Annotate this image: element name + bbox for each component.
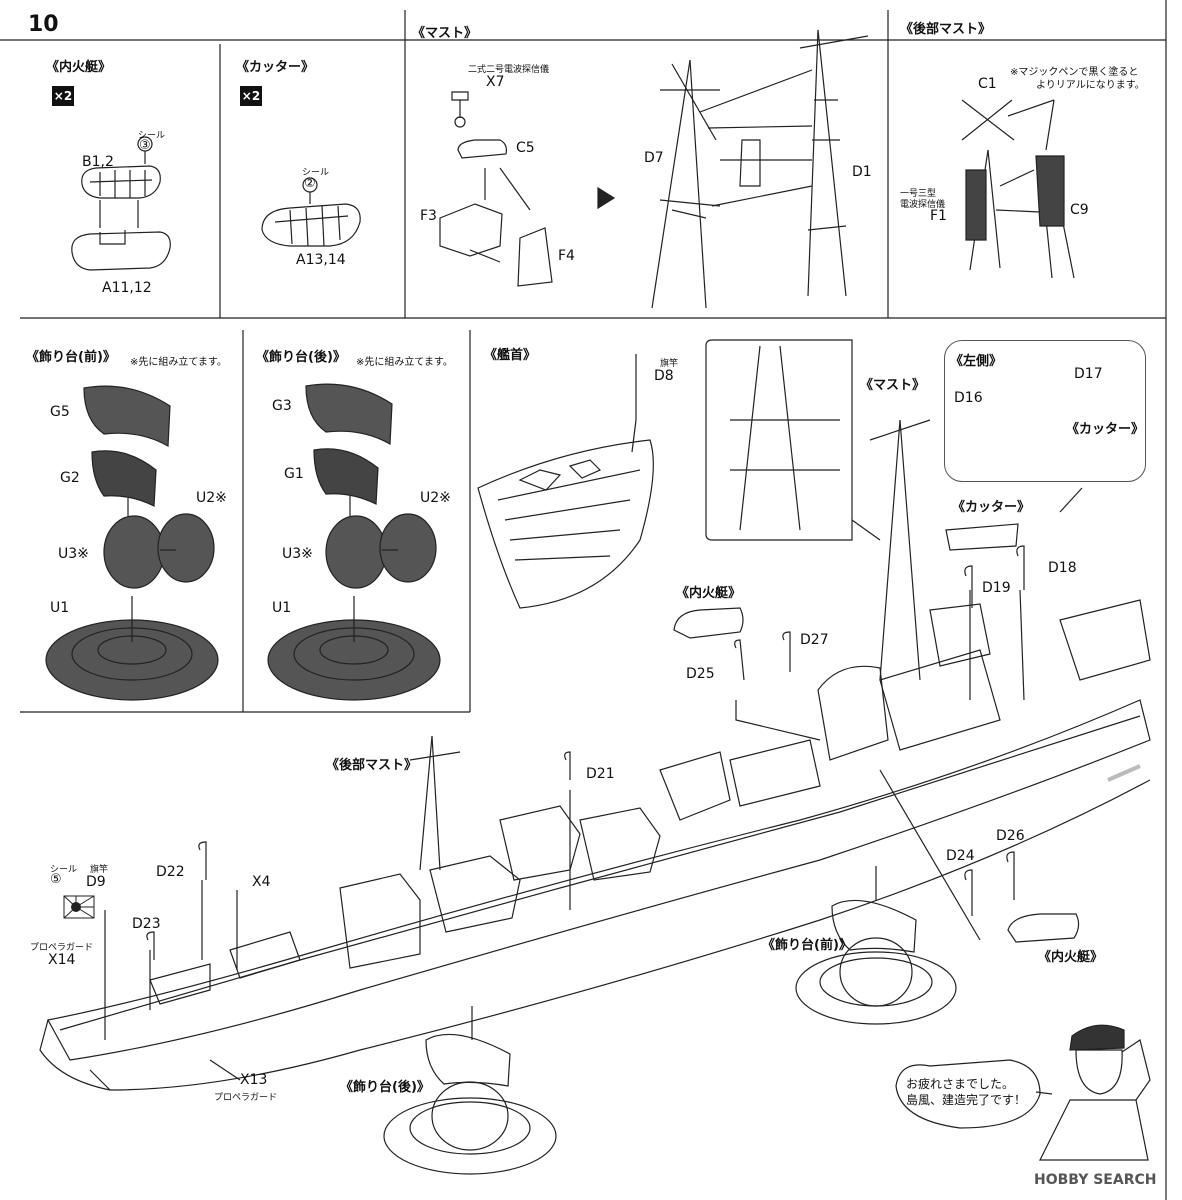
mast-part-d7: D7 (644, 150, 664, 166)
speech-bubble: お疲れさまでした。 島風、建造完了です！ (906, 1076, 1026, 1108)
flagpole-label: 旗竿 (90, 865, 109, 875)
part-d9: D9 (86, 874, 106, 890)
stand-front-note: ※先に組み立てます。 (130, 357, 227, 368)
stand-front-title: 《飾り台(前)》 (26, 350, 116, 365)
stand-front-part-g5: G5 (50, 404, 70, 420)
rear-radar-label-1: 一号三型 (900, 189, 937, 199)
watermark-text: HOBBY SEARCH (1034, 1172, 1157, 1188)
cutter-seal-number: ② (304, 176, 316, 191)
stand-rear-part-u1: U1 (272, 600, 292, 616)
stand-rear-main-label: 《飾り台(後)》 (340, 1080, 430, 1095)
launch-top-label: 《内火艇》 (676, 586, 742, 601)
launch-part-top: B1,2 (82, 154, 114, 170)
seal-label: シール (50, 865, 78, 875)
stand-front-part-g2: G2 (60, 470, 80, 486)
radar-name-label: 二式二号電波探信儀 (468, 65, 550, 75)
stand-front-main-label: 《飾り台(前)》 (762, 938, 852, 953)
cutter-inset-label: 《カッター》 (1066, 422, 1145, 437)
bow-title: 《艦首》 (484, 348, 537, 363)
rear-mast-note-1: ※マジックペンで黒く塗ると (1010, 67, 1139, 78)
stand-rear-part-g3: G3 (272, 398, 292, 414)
stand-rear-title: 《飾り台(後)》 (256, 350, 346, 365)
watermark-logo: HOBBY SEARCH (1034, 1172, 1156, 1188)
part-d18: D18 (1048, 560, 1077, 576)
speech-line-1: お疲れさまでした。 (906, 1077, 1015, 1091)
part-d26: D26 (996, 828, 1025, 844)
mast-part-f3: F3 (420, 208, 437, 224)
step-number: 10 (28, 12, 59, 37)
rear-mast-part-f1: F1 (930, 208, 947, 224)
rear-mast-panel-title: 《後部マスト》 (900, 22, 992, 37)
part-d17: D17 (1074, 366, 1103, 382)
rear-radar-label-2: 電波探信儀 (900, 200, 946, 210)
cutter-qty-badge: ×2 (240, 86, 262, 106)
part-d27: D27 (800, 632, 829, 648)
part-d23: D23 (132, 916, 161, 932)
speech-line-2: 島風、建造完了です！ (906, 1093, 1027, 1107)
part-x4: X4 (252, 874, 271, 890)
launch-panel-title: 《内火艇》 (46, 60, 112, 75)
mast-part-d1: D1 (852, 164, 872, 180)
part-d21: D21 (586, 766, 615, 782)
part-d24: D24 (946, 848, 975, 864)
propeller-guard-top-label: プロペラガード (30, 943, 94, 953)
launch-part-bottom: A11,12 (102, 280, 152, 296)
flag-icon (63, 895, 95, 919)
rear-mast-note-2: よりリアルになります。 (1036, 80, 1145, 91)
propeller-guard-bottom-label: プロペラガード (214, 1093, 278, 1103)
launch-seal-number: ③ (139, 138, 151, 153)
launch-right-label: 《内火艇》 (1038, 950, 1104, 965)
rear-mast-main-label: 《後部マスト》 (326, 758, 418, 773)
part-d25: D25 (686, 666, 715, 682)
left-side-inset (944, 340, 1146, 482)
cutter-right-label: 《カッター》 (952, 500, 1031, 515)
part-d19: D19 (982, 580, 1011, 596)
cutter-seal-label: シール (302, 168, 330, 178)
seal-number: ⑤ (50, 872, 62, 887)
bow-flagpole-label: 旗竿 (660, 359, 679, 369)
part-d16: D16 (954, 390, 983, 406)
stand-rear-part-g1: G1 (284, 466, 304, 482)
stand-front-part-u2: U2※ (196, 490, 227, 506)
part-x14: X14 (48, 952, 76, 968)
launch-qty-badge: ×2 (52, 86, 74, 106)
left-side-label: 《左側》 (950, 354, 1003, 369)
cutter-panel-title: 《カッター》 (236, 60, 315, 75)
stand-front-part-u1: U1 (50, 600, 70, 616)
launch-seal-label: シール (138, 131, 166, 141)
mast-panel-title: 《マスト》 (412, 26, 478, 41)
main-mast-label: 《マスト》 (860, 378, 926, 393)
rear-mast-part-c9: C9 (1070, 202, 1089, 218)
part-d22: D22 (156, 864, 185, 880)
cutter-part: A13,14 (296, 252, 346, 268)
mast-part-c5: C5 (516, 140, 535, 156)
part-x13: X13 (240, 1072, 268, 1088)
stand-rear-part-u2: U2※ (420, 490, 451, 506)
stand-rear-part-u3: U3※ (282, 546, 313, 562)
rear-mast-part-c1: C1 (978, 76, 997, 92)
mast-part-f4: F4 (558, 248, 575, 264)
bow-part-d8: D8 (654, 368, 674, 384)
mast-part-x7: X7 (486, 74, 505, 90)
stand-front-part-u3: U3※ (58, 546, 89, 562)
stand-rear-note: ※先に組み立てます。 (356, 357, 453, 368)
